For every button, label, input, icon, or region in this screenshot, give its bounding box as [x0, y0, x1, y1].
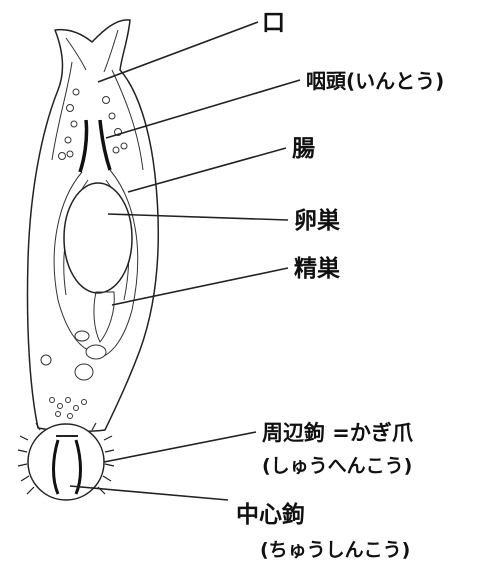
pharynx: [80, 120, 110, 172]
ovary: [64, 183, 132, 293]
label-testis: 精巣: [294, 255, 341, 282]
label-marginal-hooks: 周辺鉤 =かぎ爪: [262, 421, 414, 445]
label-mouth: 口: [262, 10, 285, 36]
label-ovary: 卵巣: [294, 207, 341, 234]
label-intestine: 腸: [292, 136, 315, 162]
label-central-hooks: 中心鉤: [236, 501, 305, 528]
testis: [94, 292, 114, 342]
label-marginal-hooks-reading: (しゅうへんこう): [262, 455, 412, 477]
label-central-hooks-reading: (ちゅうしんこう): [260, 539, 410, 561]
posterior-glands: [41, 331, 106, 419]
label-pharynx: 咽頭(いんとう): [306, 69, 444, 93]
head-glands: [59, 89, 128, 160]
